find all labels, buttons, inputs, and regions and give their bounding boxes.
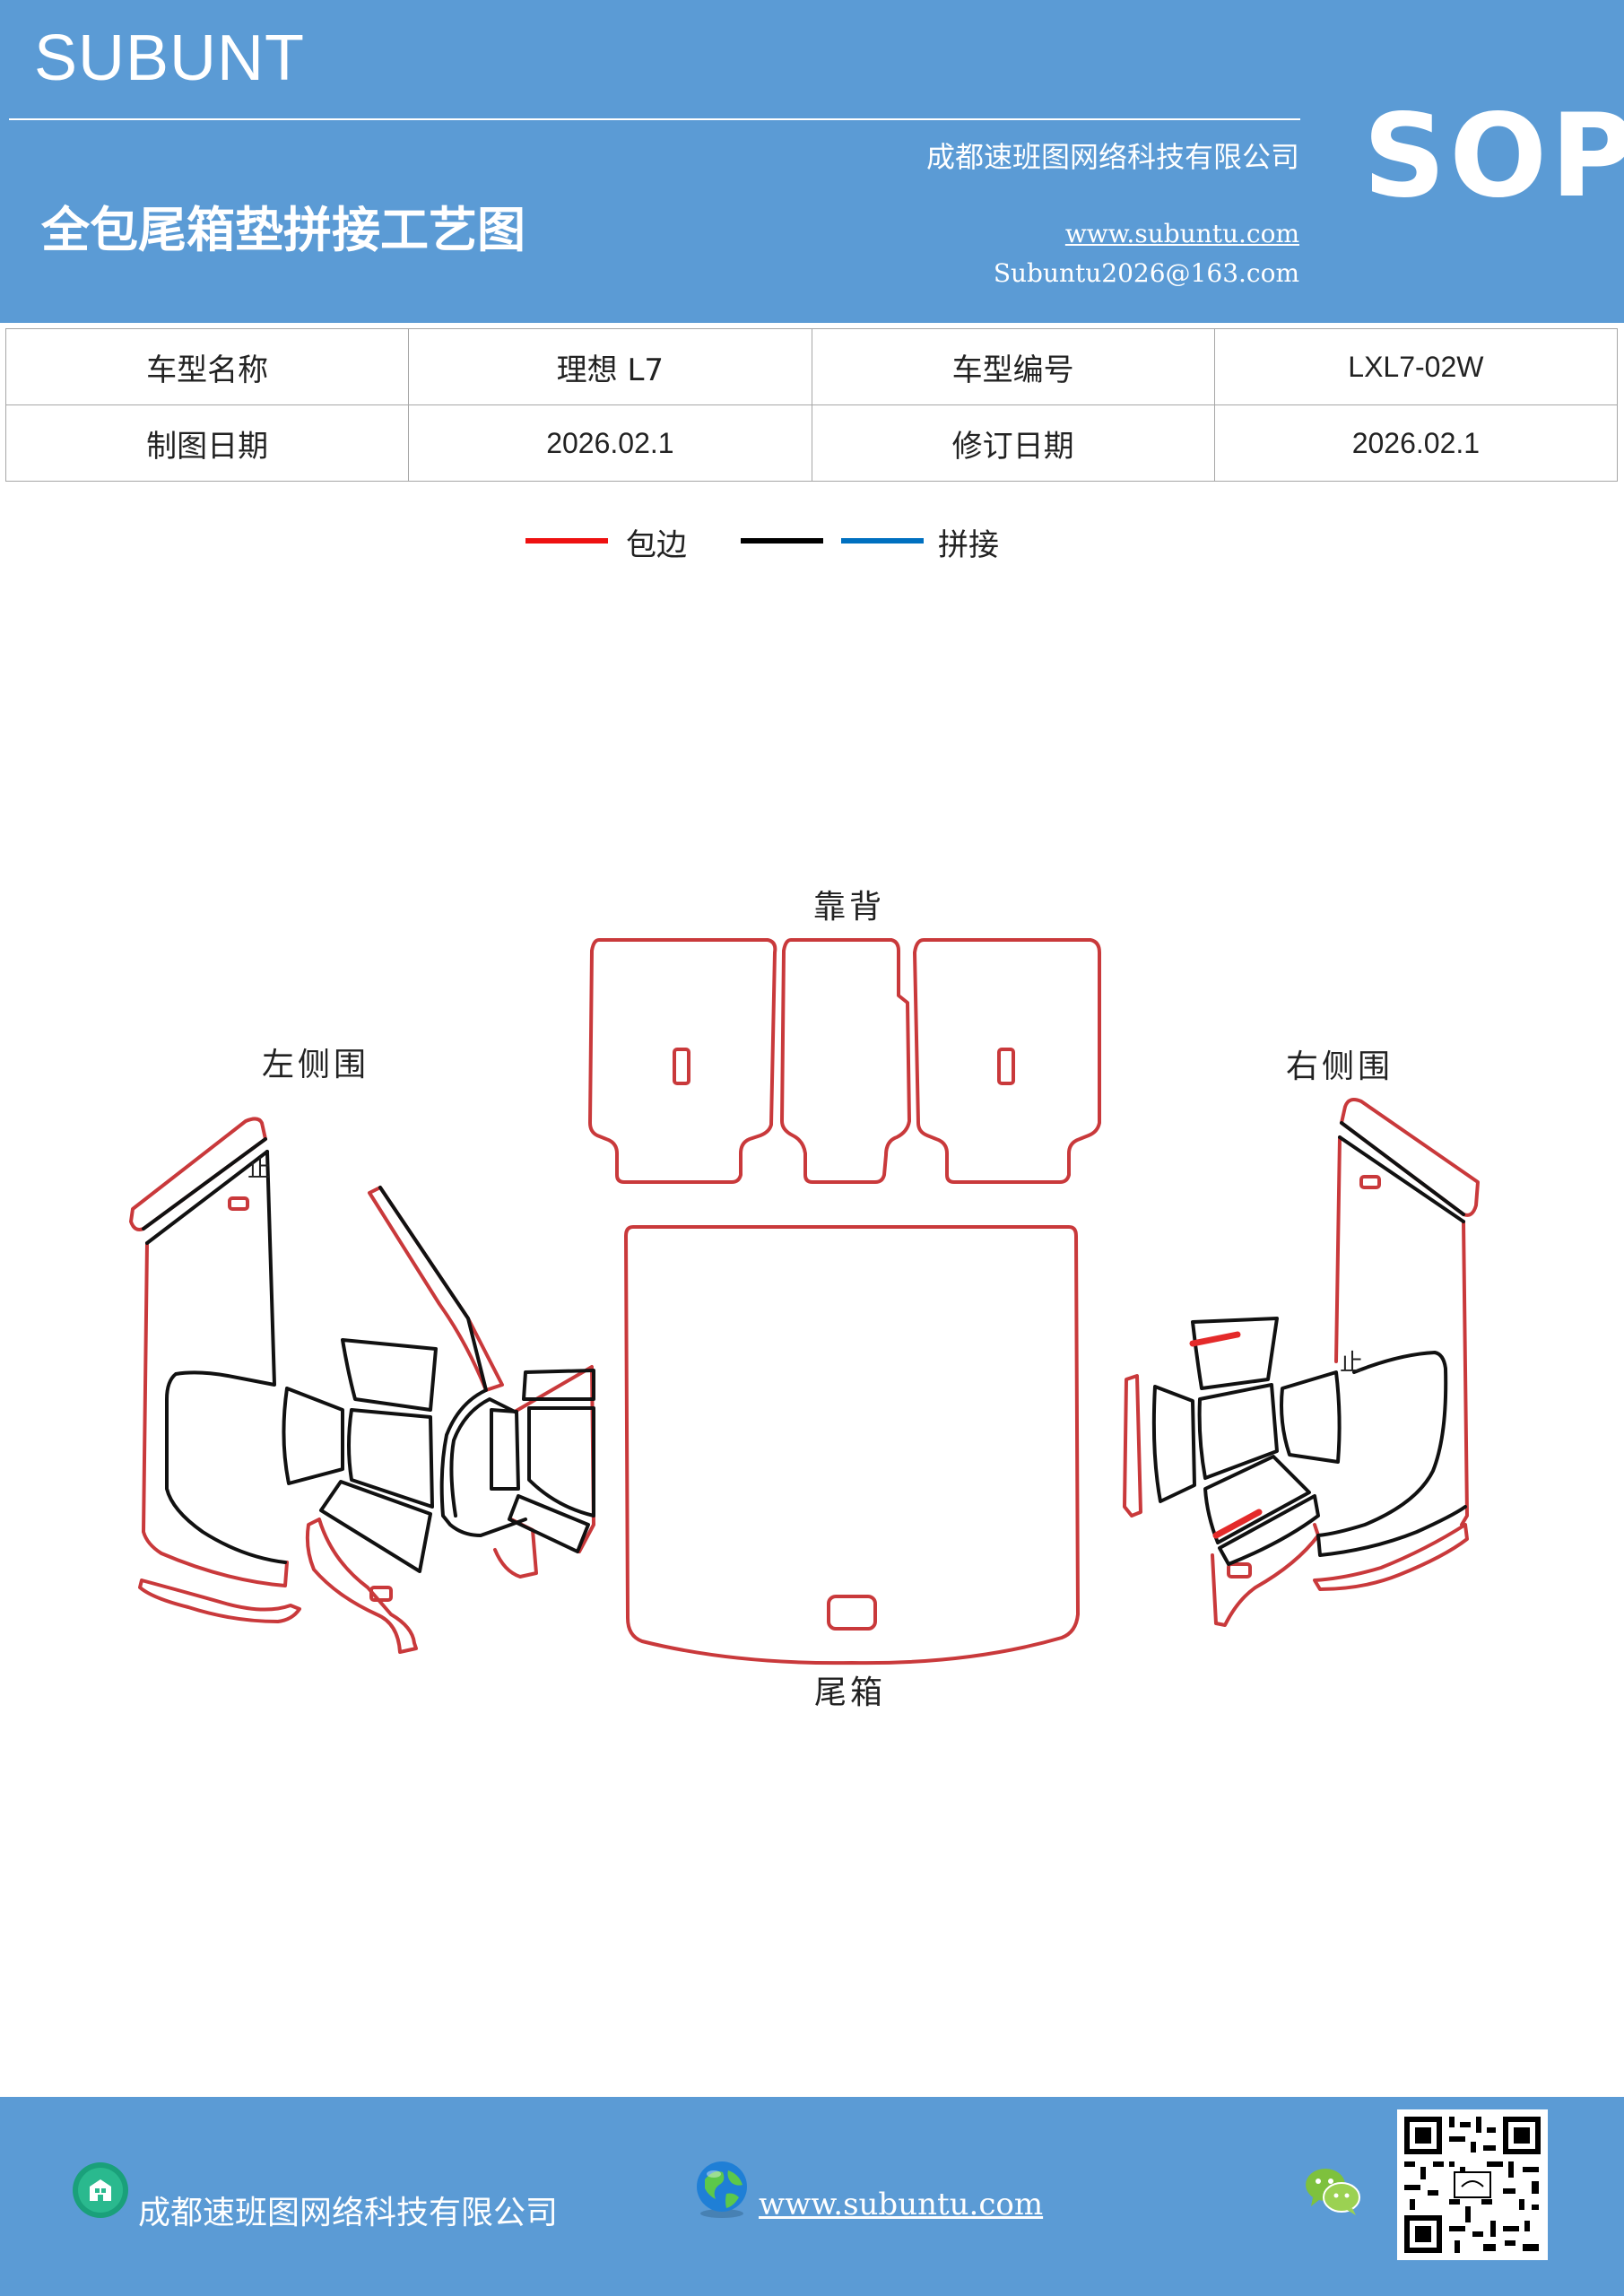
right-seam-block-a xyxy=(1191,1317,1279,1390)
backrest-slot-left xyxy=(673,1048,690,1085)
globe-icon xyxy=(697,2161,747,2218)
sop-badge: SOP xyxy=(1363,90,1624,223)
right-side-strip-top xyxy=(1340,1098,1480,1217)
document-title: 全包尾箱垫拼接工艺图 xyxy=(41,202,525,258)
right-seam-strip xyxy=(1338,1121,1465,1223)
header-company: 成都速班图网络科技有限公司 xyxy=(925,140,1299,174)
legend-label-edge: 包边 xyxy=(626,527,687,563)
table-cell: 车型名称 xyxy=(4,328,410,405)
trunk-floor-panel xyxy=(624,1225,1080,1665)
table-row: 车型名称 理想 L7 车型编号 LXL7-02W xyxy=(4,328,1619,405)
header-email: Subuntu2026@163.com xyxy=(993,258,1299,288)
left-side-bottom-strip xyxy=(138,1578,301,1623)
building-icon xyxy=(73,2162,128,2218)
right-seam-block-d xyxy=(1280,1370,1342,1464)
vehicle-info-table: 车型名称 理想 L7 车型编号 LXL7-02W 制图日期 2026.02.1 … xyxy=(4,328,1619,482)
backrest-panel-right xyxy=(913,938,1101,1184)
right-seam-outer-panel xyxy=(1316,1351,1467,1557)
left-side-small-cutout xyxy=(228,1196,249,1211)
left-seam-block-f xyxy=(490,1408,520,1491)
table-cell: 2026.02.1 xyxy=(1213,404,1619,482)
left-seam-block-g xyxy=(527,1406,595,1518)
left-side-inner-bottom-edge xyxy=(493,1518,538,1578)
right-highlight-top xyxy=(1189,1331,1241,1347)
left-seam-block-h xyxy=(508,1494,590,1553)
right-side-small-cutout xyxy=(1359,1175,1381,1189)
table-cell: 制图日期 xyxy=(4,404,410,482)
header-divider xyxy=(9,118,1300,120)
label-stop-right: 止 xyxy=(1340,1350,1363,1377)
table-cell: 修订日期 xyxy=(811,404,1215,482)
table-cell: 2026.02.1 xyxy=(408,404,812,482)
right-side-thin-strip xyxy=(1123,1374,1142,1518)
left-seam-block-c xyxy=(347,1408,434,1509)
wechat-icon xyxy=(1306,2169,1360,2215)
backrest-slot-right xyxy=(997,1048,1015,1085)
left-side-outer-edge xyxy=(142,1241,289,1587)
footer-banner: 成都速班图网络科技有限公司 www.subuntu.com xyxy=(0,2097,1624,2296)
left-side-strip-top xyxy=(129,1117,267,1231)
left-side-long-strip xyxy=(368,1186,504,1392)
right-seam-block-e xyxy=(1203,1455,1311,1544)
table-cell: 车型编号 xyxy=(811,328,1215,405)
qr-code xyxy=(1397,2109,1548,2260)
legend-swatch-black xyxy=(741,538,823,544)
table-row: 制图日期 2026.02.1 修订日期 2026.02.1 xyxy=(4,404,1619,482)
left-seam-vertical-long xyxy=(378,1186,527,1537)
legend-swatch-blue xyxy=(841,538,924,544)
left-side-lower-piece xyxy=(305,1518,418,1654)
left-seam-inner xyxy=(449,1397,517,1518)
splicing-diagram: 靠背 左侧围 右侧围 尾箱 止 止 xyxy=(0,861,1624,1740)
footer-company: 成都速班图网络科技有限公司 xyxy=(138,2195,559,2231)
qr-code-image xyxy=(1397,2109,1548,2260)
label-right-side: 右侧围 xyxy=(1286,1048,1394,1085)
right-highlight-bottom xyxy=(1212,1509,1263,1539)
label-backrest: 靠背 xyxy=(813,889,885,926)
left-seam-strip xyxy=(142,1137,269,1245)
left-seam-block-d xyxy=(319,1480,432,1573)
left-seam-block-e xyxy=(522,1369,595,1401)
backrest-panel-middle xyxy=(780,938,911,1184)
header-banner: SUBUNT 成都速班图网络科技有限公司 全包尾箱垫拼接工艺图 www.subu… xyxy=(0,0,1624,323)
left-seam-block-a xyxy=(341,1338,438,1412)
legend-swatch-red xyxy=(525,538,608,544)
trunk-handle-cutout xyxy=(827,1595,877,1631)
header-website-link[interactable]: www.subuntu.com xyxy=(1064,219,1299,248)
right-seam-block-c xyxy=(1197,1383,1279,1480)
diagram-svg: 靠背 左侧围 右侧围 尾箱 止 止 xyxy=(129,889,1480,1711)
right-seam-block-b xyxy=(1151,1385,1196,1503)
footer-website-link[interactable]: www.subuntu.com xyxy=(759,2187,1044,2222)
right-side-lower-piece xyxy=(1211,1523,1320,1627)
legend: 包边 拼接 xyxy=(0,520,1624,574)
label-left-side: 左侧围 xyxy=(262,1047,369,1083)
backrest-panel-left xyxy=(588,938,777,1184)
left-seam-outer-panel xyxy=(165,1150,287,1564)
label-trunk: 尾箱 xyxy=(814,1674,886,1711)
right-seam-block-f xyxy=(1218,1494,1320,1566)
right-side-outer-edge xyxy=(1334,1135,1469,1526)
legend-label-seam: 拼接 xyxy=(938,527,999,563)
brand-name: SUBUNT xyxy=(34,22,306,94)
right-side-bottom-strip xyxy=(1313,1523,1469,1591)
label-stop-left: 止 xyxy=(248,1156,271,1183)
table-cell: LXL7-02W xyxy=(1213,328,1619,405)
table-cell: 理想 L7 xyxy=(408,328,812,405)
right-side-bottom-cutout xyxy=(1227,1562,1252,1578)
left-seam-block-b xyxy=(282,1387,344,1485)
